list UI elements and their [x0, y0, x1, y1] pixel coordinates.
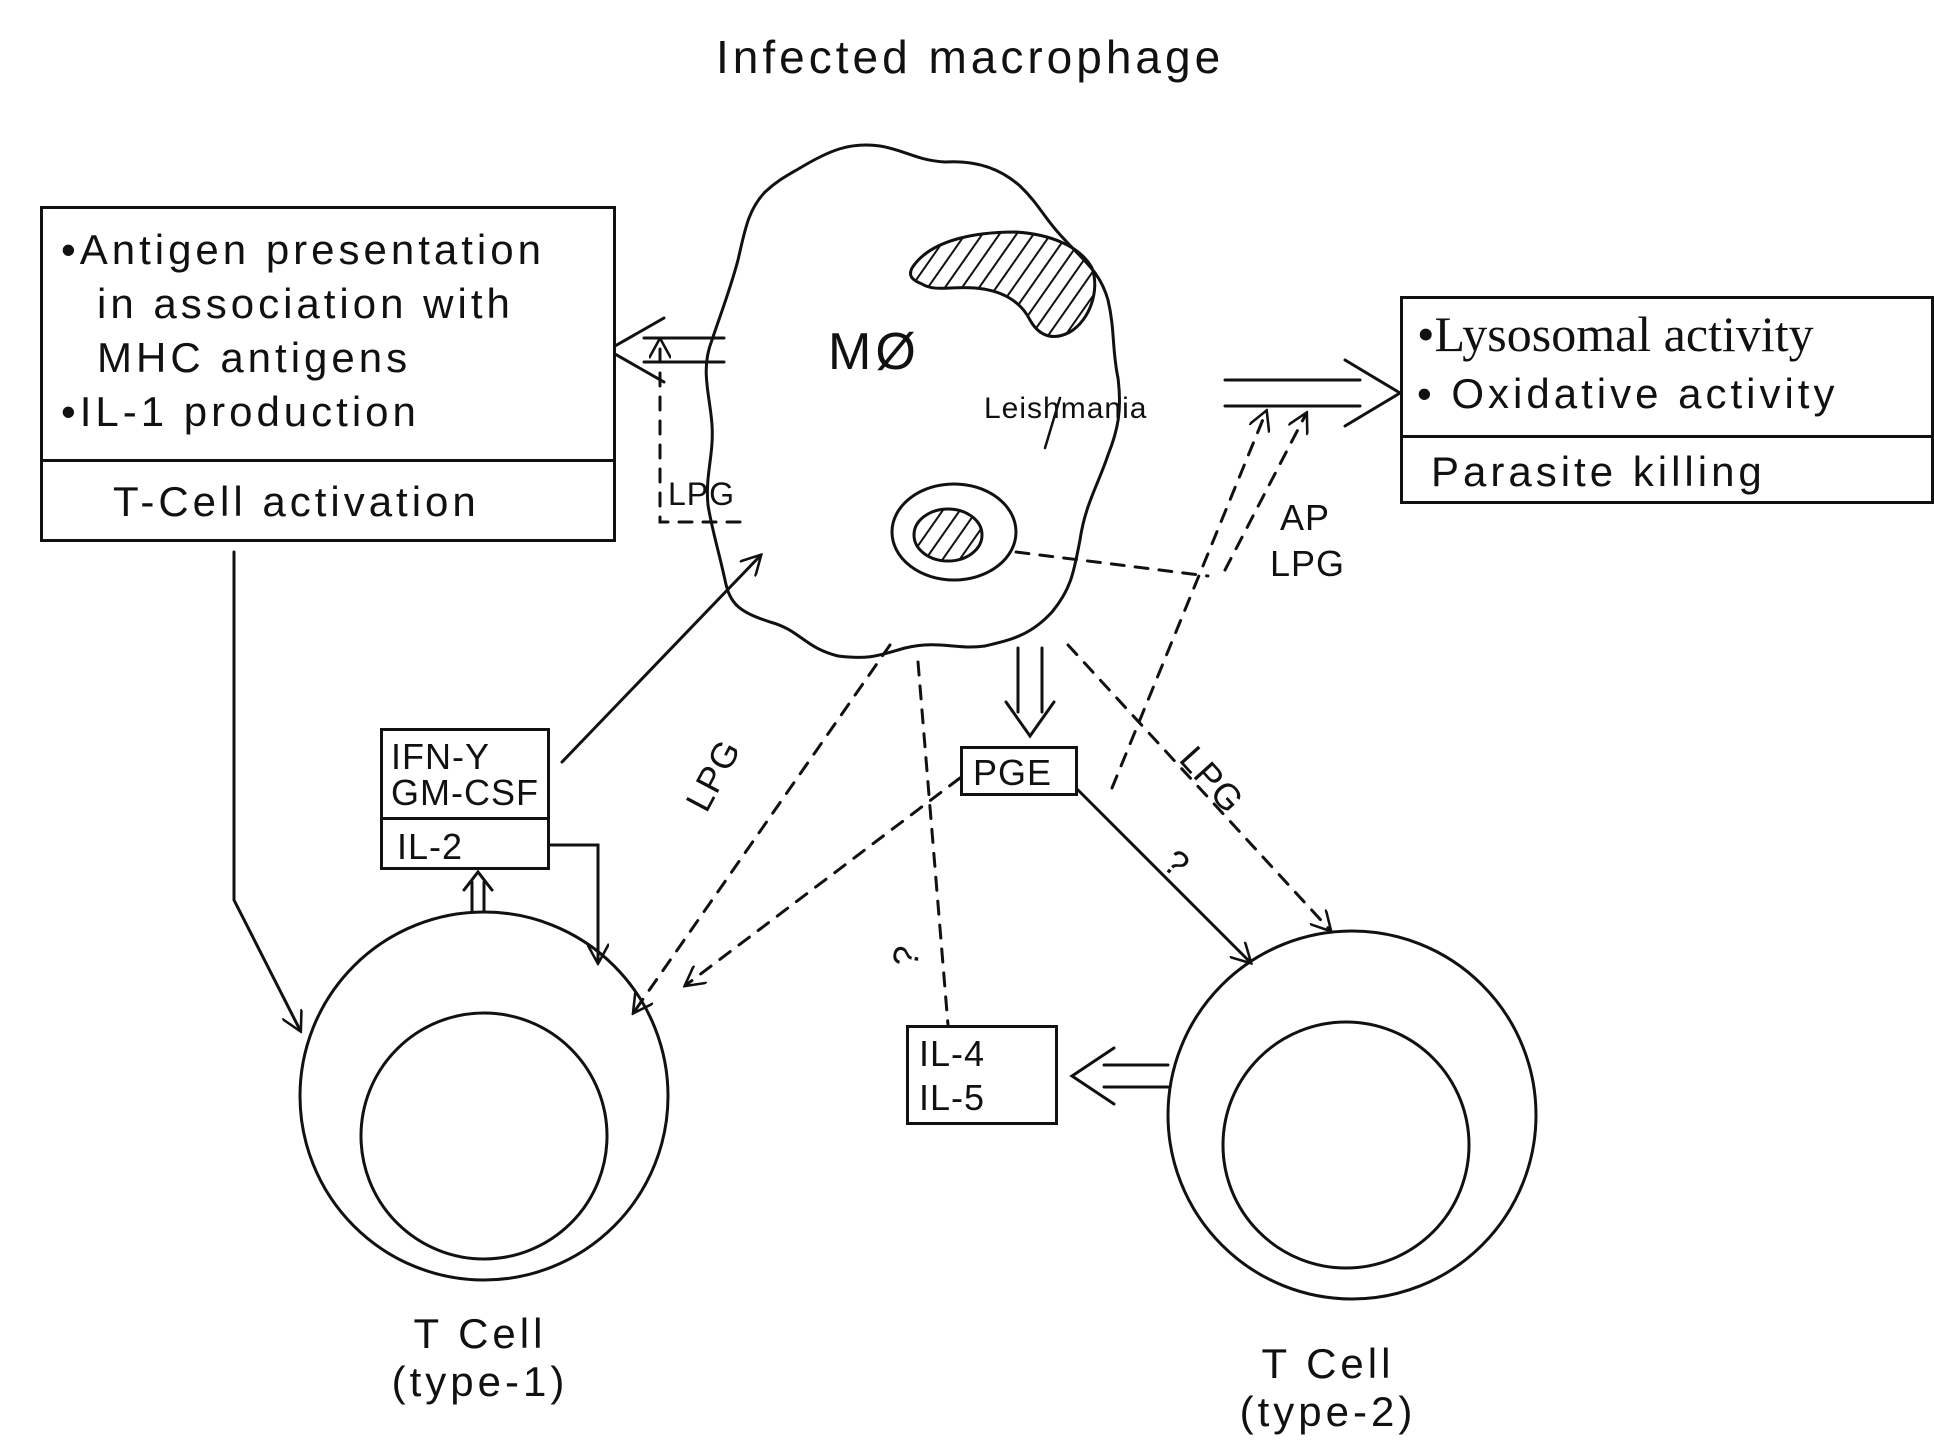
antigen-box-line-3: MHC antigens — [97, 337, 411, 379]
killing-box-line-2: • Oxidative activity — [1417, 373, 1838, 415]
macrophage-label: MØ — [828, 326, 920, 378]
parasite-killing-box: •Lysosomal activity • Oxidative activity… — [1400, 296, 1934, 504]
lpg-label-left-box: LPG — [668, 478, 735, 510]
parasite-killing-label: Parasite killing — [1431, 451, 1766, 493]
t-cell-2-label-line-2: (type-2) — [1208, 1388, 1448, 1436]
antigen-box-line-2: in association with — [97, 283, 514, 325]
leishmania-label: Leishmania — [984, 394, 1147, 424]
arrow-mo-to-pge — [1006, 648, 1054, 736]
t-cell-1-membrane — [300, 912, 668, 1280]
t-cell-1-label-line-2: (type-1) — [360, 1358, 600, 1406]
dashed-mo-to-tcell1 — [634, 645, 890, 1012]
antigen-box-line-1: •Antigen presentation — [61, 229, 545, 271]
gm-csf-label: GM-CSF — [391, 775, 539, 811]
t-cell-1-label-line-1: T Cell — [360, 1310, 600, 1358]
antigen-presentation-box: •Antigen presentation in association wit… — [40, 206, 616, 542]
t-cell-2-membrane — [1168, 931, 1536, 1299]
il-4-label: IL-4 — [919, 1036, 985, 1072]
lpg-label-right: LPG — [1270, 546, 1345, 582]
antigen-box-divider — [43, 459, 613, 462]
arrow-ifn-to-mo — [562, 556, 760, 762]
pge-label: PGE — [973, 755, 1052, 791]
t-cell-2-label-line-1: T Cell — [1208, 1340, 1448, 1388]
pge-box: PGE — [960, 746, 1078, 796]
cytokine-box-divider — [383, 817, 547, 820]
ifn-gamma-label: IFN-Y — [391, 739, 490, 775]
killing-box-divider — [1403, 435, 1931, 438]
diagram-title: Infected macrophage — [716, 34, 1224, 80]
dashed-mo-to-il4 — [918, 662, 948, 1025]
arrow-tcell1-to-il2 — [464, 872, 492, 912]
arrow-activation-to-tcell1 — [234, 552, 300, 1030]
t-cell-1-label: T Cell (type-1) — [360, 1310, 600, 1407]
ap-label: AP — [1280, 500, 1330, 536]
dashed-ap-lpg-arrow-1 — [1112, 412, 1266, 788]
macrophage-nucleus — [910, 232, 1094, 336]
il-2-label: IL-2 — [397, 829, 463, 865]
t-cell-1-nucleus — [361, 1013, 607, 1259]
arrow-mo-to-killing-box — [1225, 360, 1400, 426]
t-cell-activation-label: T-Cell activation — [113, 481, 480, 523]
dashed-vacuole-line — [1016, 552, 1208, 576]
type1-cytokine-box: IFN-Y GM-CSF IL-2 — [380, 728, 550, 870]
killing-box-line-1: •Lysosomal activity — [1417, 309, 1814, 359]
leishmania-amastigote — [914, 509, 982, 561]
arrow-tcell2-to-il4 — [1072, 1048, 1168, 1104]
type2-cytokine-box: IL-4 IL-5 — [906, 1025, 1058, 1125]
il-5-label: IL-5 — [919, 1080, 985, 1116]
antigen-box-line-4: •IL-1 production — [61, 391, 420, 433]
t-cell-2-label: T Cell (type-2) — [1208, 1340, 1448, 1437]
t-cell-2-nucleus — [1223, 1022, 1469, 1268]
